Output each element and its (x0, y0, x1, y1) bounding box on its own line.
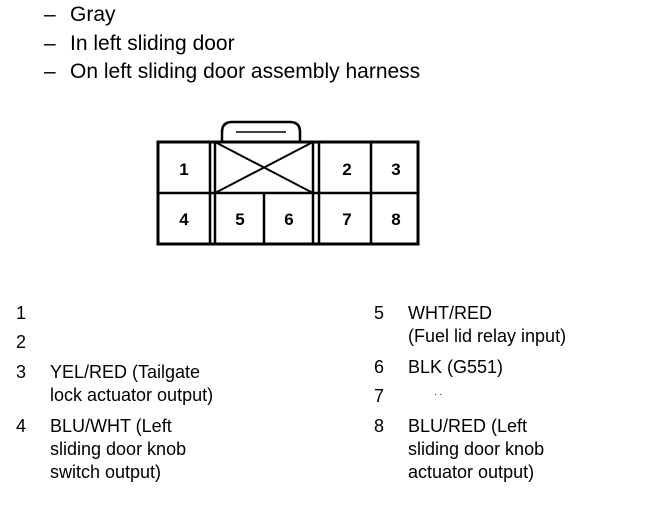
pin-number: 5 (374, 303, 385, 323)
bullet-dash: – (44, 60, 56, 83)
cavity-label: 8 (391, 210, 400, 229)
pin-description: YEL/RED (Tailgate lock actuator output) (50, 362, 214, 405)
pin-description: BLU/RED (Left sliding door knob actuator… (408, 416, 545, 482)
bullet-dash: – (44, 3, 56, 26)
pin-description: BLU/WHT (Left sliding door knob switch o… (50, 416, 187, 482)
cavity-label: 4 (179, 210, 189, 229)
cavity-label: 5 (235, 210, 244, 229)
pin-description: WHT/RED (Fuel lid relay input) (408, 303, 567, 346)
cavity-label: 3 (391, 160, 400, 179)
bullet-dash: – (44, 32, 56, 55)
header-text: Gray (70, 3, 116, 26)
connector-lock-tab (220, 120, 302, 144)
pin-number: 8 (374, 416, 385, 436)
cavity-label: 7 (342, 210, 351, 229)
header-line-color: –Gray (44, 2, 116, 28)
pin-number: 7 (374, 386, 385, 406)
blocked-cavity-x (214, 141, 314, 194)
pin-number: 1 (16, 303, 27, 323)
cavity-label: 6 (284, 210, 293, 229)
pin-number: 2 (16, 332, 27, 352)
pin-description: BLK (G551) (408, 357, 504, 377)
pin-number: 3 (16, 362, 27, 382)
pin-description: . . (434, 387, 443, 398)
header-line-location: –In left sliding door (44, 31, 235, 57)
pin-number: 6 (374, 357, 385, 377)
cavity-label: 2 (342, 160, 351, 179)
header-line-harness: –On left sliding door assembly harness (44, 59, 420, 85)
cavity-label: 1 (179, 160, 188, 179)
header-text: On left sliding door assembly harness (70, 60, 421, 83)
pin-number: 4 (16, 416, 27, 436)
header-text: In left sliding door (70, 32, 235, 55)
connector-diagram: 1 2 3 4 5 6 7 8 (156, 120, 420, 246)
